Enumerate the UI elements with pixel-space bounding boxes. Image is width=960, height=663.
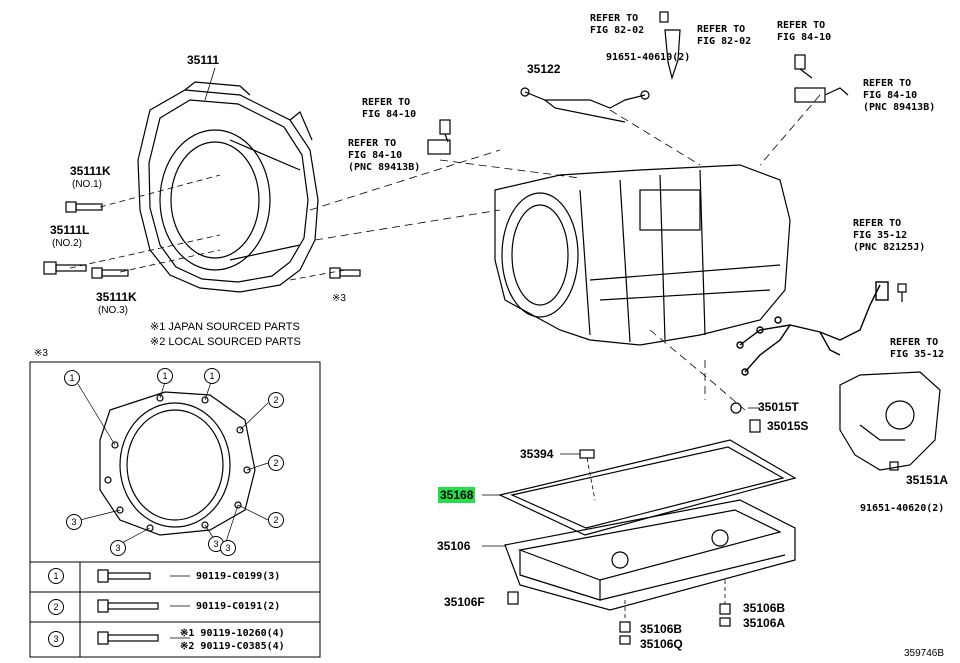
label-mark3: ※3	[332, 293, 346, 304]
flange-detail-drawing	[99, 391, 256, 536]
refer-fig-84-10-c: REFER TO FIG 84-10	[777, 20, 832, 43]
oil-pan-35106-drawing	[504, 499, 796, 611]
table-bolt-1-drawing	[97, 569, 190, 583]
detail-callout-3-b: 3	[110, 540, 126, 556]
label-no3: (NO.3)	[98, 305, 128, 316]
label-35106b-b: 35106B	[743, 601, 786, 615]
table-row-2-part: 90119-C0191(2)	[196, 601, 281, 612]
label-35111l: 35111L	[50, 223, 90, 237]
refer-fig-35-12-g: REFER TO FIG 35-12 (PNC 82125J)	[853, 218, 926, 253]
figure-code: 359746B	[904, 648, 945, 659]
bracket-drawing	[664, 29, 681, 81]
label-35106b-a: 35106B	[640, 622, 683, 636]
label-35122: 35122	[527, 62, 561, 76]
detail-callout-2-c: 2	[268, 512, 284, 528]
label-35111k-no3: 35111K	[96, 290, 137, 304]
table-row-3-number: 3	[48, 631, 64, 647]
detail-callout-1-b: 1	[157, 368, 173, 384]
table-bolt-3-drawing	[97, 631, 190, 645]
detail-callout-1-a: 1	[64, 370, 80, 386]
bolt-35111l-drawing	[43, 261, 87, 275]
note-local-sourced: ※2 LOCAL SOURCED PARTS	[150, 336, 301, 348]
label-35106a: 35106A	[743, 616, 786, 630]
label-35015s: 35015S	[767, 419, 809, 433]
pipe-35122-drawing	[520, 87, 650, 123]
table-row-1-part: 90119-C0199(3)	[196, 571, 281, 582]
wire-harness-drawing	[736, 281, 889, 376]
gasket-35168-drawing	[498, 439, 797, 536]
label-35394: 35394	[520, 447, 554, 461]
label-35106q: 35106Q	[640, 637, 683, 651]
detail-callout-3-d: 3	[220, 540, 236, 556]
bolt-35111k-no1-drawing	[65, 201, 103, 213]
refer-fig-82-02-a: REFER TO FIG 82-02	[590, 13, 645, 36]
detail-mark: ※3	[34, 348, 48, 359]
detail-callout-1-c: 1	[204, 368, 220, 384]
magnet-35394-drawing	[579, 449, 595, 459]
bolt-mark3-drawing	[329, 267, 361, 279]
label-91651-40620: 91651-40620(2)	[860, 503, 945, 514]
cover-35151a-drawing	[839, 371, 941, 471]
note-japan-sourced: ※1 JAPAN SOURCED PARTS	[150, 321, 300, 333]
table-row-3-part-local: ※2 90119-C0385(4)	[180, 641, 285, 652]
label-35106: 35106	[437, 539, 471, 553]
sensor-mid-drawing	[427, 119, 451, 155]
table-bolt-2-drawing	[97, 599, 190, 613]
label-91651-40610: 91651-40610(2)	[606, 52, 691, 63]
refer-fig-35-12-h: REFER TO FIG 35-12	[890, 337, 945, 360]
bell-housing-drawing	[137, 81, 319, 293]
speed-sensor-drawing	[794, 54, 849, 103]
label-35015t: 35015T	[758, 400, 799, 414]
detail-callout-2-b: 2	[268, 455, 284, 471]
table-row-1-number: 1	[48, 568, 64, 584]
label-35111: 35111	[187, 53, 220, 67]
bolt-35111k-no3-drawing	[91, 267, 129, 279]
table-row-2-number: 2	[48, 599, 64, 615]
refer-fig-84-10-d: REFER TO FIG 84-10 (PNC 89413B)	[863, 78, 936, 113]
label-35168: 35168	[438, 487, 476, 503]
transmission-drawing	[494, 164, 791, 346]
table-row-3-part-japan: ※1 90119-10260(4)	[180, 628, 285, 639]
refer-fig-84-10-f: REFER TO FIG 84-10 (PNC 89413B)	[348, 138, 421, 173]
label-35106f: 35106F	[444, 595, 485, 609]
label-no2: (NO.2)	[52, 238, 82, 249]
detail-callout-2-a: 2	[268, 392, 284, 408]
refer-fig-82-02-b: REFER TO FIG 82-02	[697, 24, 752, 47]
label-35151a: 35151A	[906, 473, 949, 487]
label-35168-highlight: 35168	[438, 487, 476, 503]
label-no1: (NO.1)	[72, 179, 102, 190]
detail-callout-3-a: 3	[66, 514, 82, 530]
refer-fig-84-10-e: REFER TO FIG 84-10	[362, 97, 417, 120]
label-35111k-no1: 35111K	[70, 164, 111, 178]
